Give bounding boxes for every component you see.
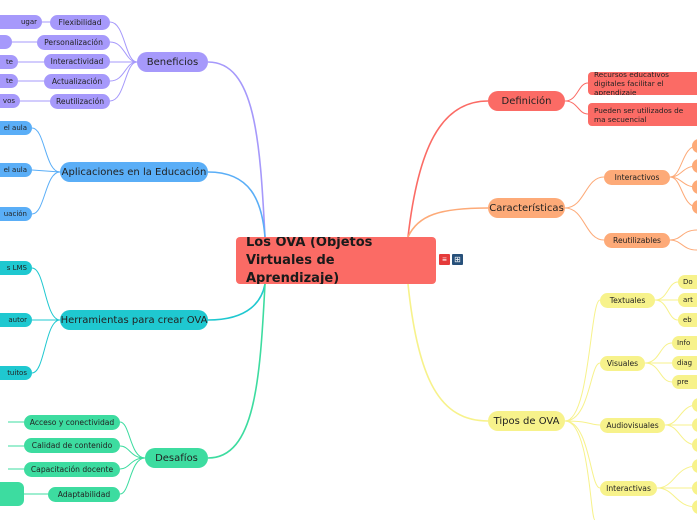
visuales-leaf[interactable]: pre	[672, 375, 697, 389]
textuales-leaf[interactable]: Do	[678, 275, 697, 289]
desafio-item[interactable]: Capacitación docente	[24, 462, 120, 477]
beneficio-item[interactable]: Reutilización	[50, 94, 110, 109]
branch-tipos[interactable]: Tipos de OVA	[488, 411, 565, 431]
interactivas-leaf[interactable]	[692, 500, 697, 514]
beneficio-leaf[interactable]: te	[0, 55, 18, 69]
caracteristica-item[interactable]: Interactivos	[604, 170, 670, 185]
beneficio-item[interactable]: Personalización	[37, 35, 110, 50]
beneficio-leaf[interactable]: vos	[0, 94, 20, 108]
audiovisuales-leaf[interactable]	[692, 398, 697, 412]
audiovisuales-leaf[interactable]	[692, 418, 697, 432]
textuales-leaf[interactable]: art	[678, 293, 697, 307]
visuales-leaf[interactable]: Info	[672, 336, 697, 350]
visuales-leaf[interactable]: diag	[672, 356, 697, 370]
caracteristica-leaf[interactable]	[692, 180, 697, 194]
audiovisuales-leaf[interactable]	[692, 438, 697, 452]
herramienta-leaf[interactable]: s LMS	[0, 261, 32, 275]
interactivas-leaf[interactable]	[692, 481, 697, 495]
branch-aplicaciones[interactable]: Aplicaciones en la Educación	[60, 162, 208, 182]
herramienta-leaf[interactable]: autor	[0, 313, 32, 327]
tipo-item[interactable]: Interactivas	[600, 481, 657, 496]
desafio-item[interactable]: Adaptabilidad	[48, 487, 120, 502]
tipo-item[interactable]: Audiovisuales	[600, 418, 665, 433]
branch-beneficios[interactable]: Beneficios	[137, 52, 208, 72]
desafio-leaf-box[interactable]	[0, 482, 24, 506]
branch-herramientas[interactable]: Herramientas para crear OVA	[60, 310, 208, 330]
definicion-item[interactable]: Pueden ser utilizados de ma secuencial	[588, 103, 697, 126]
beneficio-leaf[interactable]: te	[0, 74, 18, 88]
desafio-item[interactable]: Calidad de contenido	[24, 438, 120, 453]
aplicacion-leaf[interactable]: el aula	[0, 163, 32, 177]
aplicacion-leaf[interactable]: el aula	[0, 121, 32, 135]
herramienta-leaf[interactable]: tuitos	[0, 366, 32, 380]
aplicacion-leaf[interactable]: uación	[0, 207, 32, 221]
notes-icon[interactable]: ≡	[439, 254, 450, 265]
central-topic[interactable]: Los OVA (Objetos Virtuales de Aprendizaj…	[236, 237, 436, 284]
caracteristica-leaf[interactable]	[692, 139, 697, 153]
caracteristica-leaf[interactable]	[692, 159, 697, 173]
desafio-item[interactable]: Acceso y conectividad	[24, 415, 120, 430]
beneficio-item[interactable]: Interactividad	[44, 54, 110, 69]
beneficio-item[interactable]: Flexibilidad	[50, 15, 110, 30]
tipo-item[interactable]: Textuales	[600, 293, 655, 308]
branch-caracteristicas[interactable]: Características	[488, 198, 565, 218]
textuales-leaf[interactable]: eb	[678, 313, 697, 327]
caracteristica-item[interactable]: Reutilizables	[604, 233, 670, 248]
branch-definicion[interactable]: Definición	[488, 91, 565, 111]
sub-map-icon[interactable]: ⊞	[452, 254, 463, 265]
branch-desafios[interactable]: Desafíos	[145, 448, 208, 468]
beneficio-leaf[interactable]	[0, 35, 12, 49]
definicion-item[interactable]: Recursos educativos digitales facilitar …	[588, 72, 697, 95]
caracteristica-leaf[interactable]	[692, 200, 697, 214]
beneficio-leaf[interactable]: ugar	[0, 15, 42, 29]
interactivas-leaf[interactable]	[692, 459, 697, 473]
beneficio-item[interactable]: Actualización	[44, 74, 110, 89]
tipo-item[interactable]: Visuales	[600, 356, 645, 371]
